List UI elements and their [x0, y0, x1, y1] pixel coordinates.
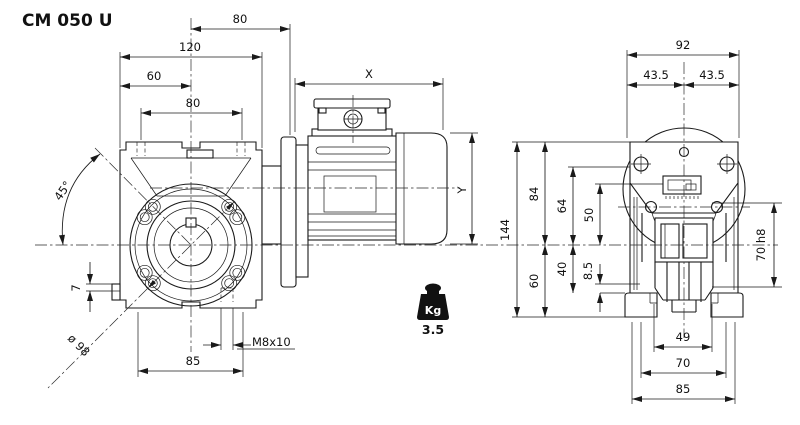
mounting-feet	[624, 292, 744, 318]
dim-label-bottom-tap: M8x10	[252, 335, 291, 349]
dim-label-foot-width: 85	[676, 382, 691, 396]
dim-label-flange-screw-to-axis: 64	[555, 199, 569, 214]
dim-label-foot-hole-spacing: 70	[676, 356, 691, 370]
dim-label-bottom-hole-spacing: 85	[186, 354, 201, 368]
dim-label-flange-half-left: 43.5	[643, 68, 669, 82]
side-view	[595, 127, 746, 318]
dim-label-motor-height: Y	[455, 186, 469, 195]
dim-label-plug-to-axis: 50	[582, 208, 596, 223]
dim-label-hub-width: 49	[676, 330, 691, 344]
centerlines	[35, 18, 778, 389]
fan-cowl	[395, 132, 448, 245]
dim-label-axis-to-bottom: 60	[527, 274, 541, 289]
weight-badge: Kg 3.5	[417, 283, 449, 337]
dim-label-flange-hole-angle: 45°	[51, 178, 74, 203]
flange-screws	[631, 146, 737, 174]
dim-label-flange-width: 92	[676, 38, 691, 52]
page-title: CM 050 U	[22, 11, 113, 31]
dim-label-center-to-motor-face: 80	[233, 12, 248, 26]
flange-bolt-holes	[136, 198, 246, 292]
dim-label-top-lug-spacing: 80	[186, 96, 201, 110]
dim-label-side-lug-thickness: 7	[69, 284, 83, 291]
worm-housing-stub	[261, 165, 282, 245]
dim-label-motor-length: X	[365, 67, 373, 81]
dim-label-flange-diameter: ø 98	[65, 331, 93, 359]
dim-label-output-boss-diameter: 70 h8	[754, 229, 768, 262]
motor	[261, 132, 448, 288]
side-lug	[111, 283, 121, 301]
motor-nameplate	[323, 175, 377, 213]
terminal-box	[311, 98, 393, 138]
weight-unit-label: Kg	[425, 304, 441, 317]
front-view	[111, 98, 448, 309]
dim-label-flange-half-right: 43.5	[699, 68, 725, 82]
dim-label-axis-to-foot: 40	[555, 262, 569, 277]
oil-plug	[662, 175, 702, 199]
weight-value: 3.5	[422, 322, 444, 337]
dim-label-body-width: 120	[179, 40, 201, 54]
side-view-dimensions: 92 43.5 43.5 144 84 60 64 40 50 8.5 70 h…	[498, 38, 782, 404]
dim-label-axis-to-top: 84	[527, 187, 541, 202]
dim-label-foot-step: 8.5	[581, 262, 595, 280]
dim-label-total-height: 144	[498, 219, 512, 241]
motor-flange-plate	[280, 136, 297, 288]
dim-label-body-half-width: 60	[147, 69, 162, 83]
